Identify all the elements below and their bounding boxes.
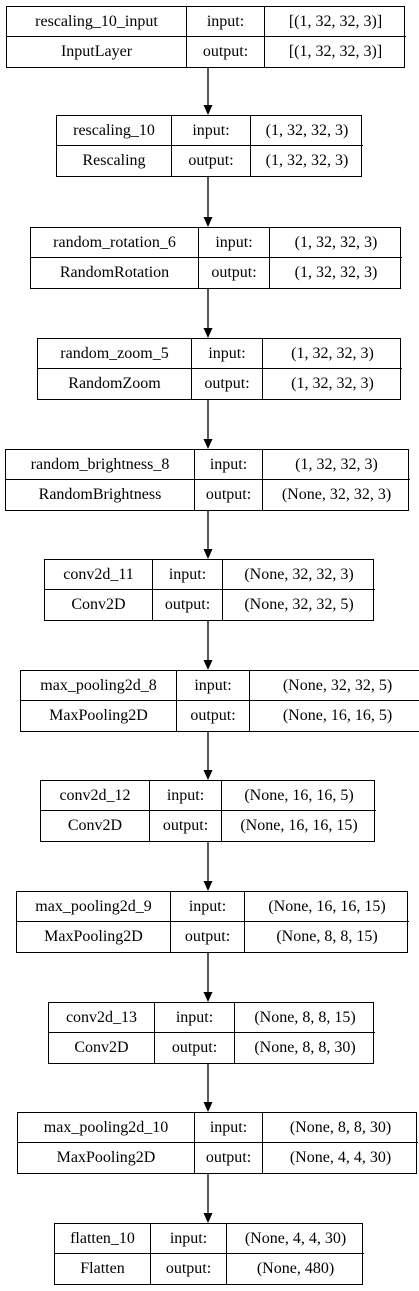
output-label: output: xyxy=(187,37,265,67)
layer-name: conv2d_12 xyxy=(41,781,150,811)
output-shape: (1, 32, 32, 3) xyxy=(294,264,378,281)
input-label: input: xyxy=(177,671,250,701)
layer-class: RandomRotation xyxy=(31,258,199,288)
layer-name: max_pooling2d_8 xyxy=(21,671,177,701)
layer-name: rescaling_10 xyxy=(57,116,172,146)
output-label: output: xyxy=(195,480,263,510)
input-label: input: xyxy=(199,228,270,258)
layer-class: RandomZoom xyxy=(38,369,192,399)
input-shape: (None, 4, 4, 30) xyxy=(227,1224,364,1254)
input-label: input: xyxy=(192,339,263,369)
layer-name: random_brightness_8 xyxy=(6,450,195,480)
input-label: input: xyxy=(155,1003,235,1033)
input-label: input: xyxy=(172,116,251,146)
edge-arrowhead xyxy=(203,105,213,115)
input-shape: (1, 32, 32, 3) xyxy=(263,450,410,480)
output-shape: (None, 4, 4, 30) xyxy=(289,1149,392,1166)
edge-arrowhead xyxy=(203,660,213,670)
output-shape: (None, 16, 16, 5) xyxy=(282,707,393,724)
input-label: input: xyxy=(150,781,222,811)
input-shape: [(1, 32, 32, 3)] xyxy=(265,7,406,37)
layer-name: random_rotation_6 xyxy=(31,228,199,258)
input-shape: (None, 8, 8, 30) xyxy=(263,1113,418,1143)
output-label: output: xyxy=(199,258,270,288)
layer-class: InputLayer xyxy=(7,37,187,67)
layer-name: max_pooling2d_10 xyxy=(18,1113,195,1143)
input-label: input: xyxy=(151,1224,227,1254)
layer-name: conv2d_11 xyxy=(45,560,153,590)
edge-arrowhead xyxy=(203,770,213,780)
edge-arrowhead xyxy=(203,881,213,891)
input-label: input: xyxy=(195,450,263,480)
input-label: input: xyxy=(153,560,223,590)
layer-class: Conv2D xyxy=(41,811,150,841)
layer-name: rescaling_10_input xyxy=(7,7,187,37)
layer-class: Flatten xyxy=(55,1254,151,1284)
output-label: output: xyxy=(172,146,251,176)
output-shape: (None, 32, 32, 3) xyxy=(281,486,392,503)
output-label: output: xyxy=(171,922,245,952)
edge-arrowhead xyxy=(203,549,213,559)
edge-arrowhead xyxy=(203,992,213,1002)
output-label: output: xyxy=(195,1143,263,1173)
output-shape: (None, 32, 32, 5) xyxy=(244,596,354,613)
input-shape: (None, 32, 32, 5) xyxy=(250,671,419,701)
output-label: output: xyxy=(155,1033,235,1063)
output-shape: (1, 32, 32, 3) xyxy=(265,152,349,169)
output-shape: (1, 32, 32, 3) xyxy=(291,375,374,392)
input-shape: (None, 32, 32, 3) xyxy=(223,560,375,590)
layer-class: MaxPooling2D xyxy=(18,1143,195,1173)
input-label: input: xyxy=(195,1113,263,1143)
output-label: output: xyxy=(192,369,263,399)
input-label: input: xyxy=(187,7,265,37)
layer-name: conv2d_13 xyxy=(49,1003,155,1033)
output-shape: (None, 480) xyxy=(256,1260,335,1277)
input-shape: (None, 8, 8, 15) xyxy=(235,1003,375,1033)
output-shape: (None, 16, 16, 15) xyxy=(240,817,358,834)
edge-arrowhead xyxy=(203,217,213,227)
output-shape: (None, 8, 8, 30) xyxy=(254,1039,356,1056)
output-label: output: xyxy=(150,811,222,841)
layer-class: Conv2D xyxy=(49,1033,155,1063)
layer-class: Rescaling xyxy=(57,146,172,176)
layer-name: max_pooling2d_9 xyxy=(17,892,171,922)
input-shape: (1, 32, 32, 3) xyxy=(263,339,402,369)
layer-name: random_zoom_5 xyxy=(38,339,192,369)
layer-class: MaxPooling2D xyxy=(17,922,171,952)
edge-arrowhead xyxy=(203,439,213,449)
edge-arrowhead xyxy=(203,1102,213,1112)
output-shape: [(1, 32, 32, 3)] xyxy=(288,43,383,60)
output-label: output: xyxy=(151,1254,227,1284)
edge-arrowhead xyxy=(203,328,213,338)
layer-class: RandomBrightness xyxy=(6,480,195,510)
input-shape: (1, 32, 32, 3) xyxy=(251,116,363,146)
output-label: output: xyxy=(177,701,250,731)
output-shape: (None, 8, 8, 15) xyxy=(276,928,378,945)
layer-class: MaxPooling2D xyxy=(21,701,177,731)
layer-class: Conv2D xyxy=(45,590,153,620)
input-shape: (None, 16, 16, 5) xyxy=(222,781,376,811)
input-shape: (1, 32, 32, 3) xyxy=(270,228,402,258)
input-shape: (None, 16, 16, 15) xyxy=(245,892,409,922)
layer-name: flatten_10 xyxy=(55,1224,151,1254)
input-label: input: xyxy=(171,892,245,922)
edge-arrowhead xyxy=(203,1213,213,1223)
output-label: output: xyxy=(153,590,223,620)
